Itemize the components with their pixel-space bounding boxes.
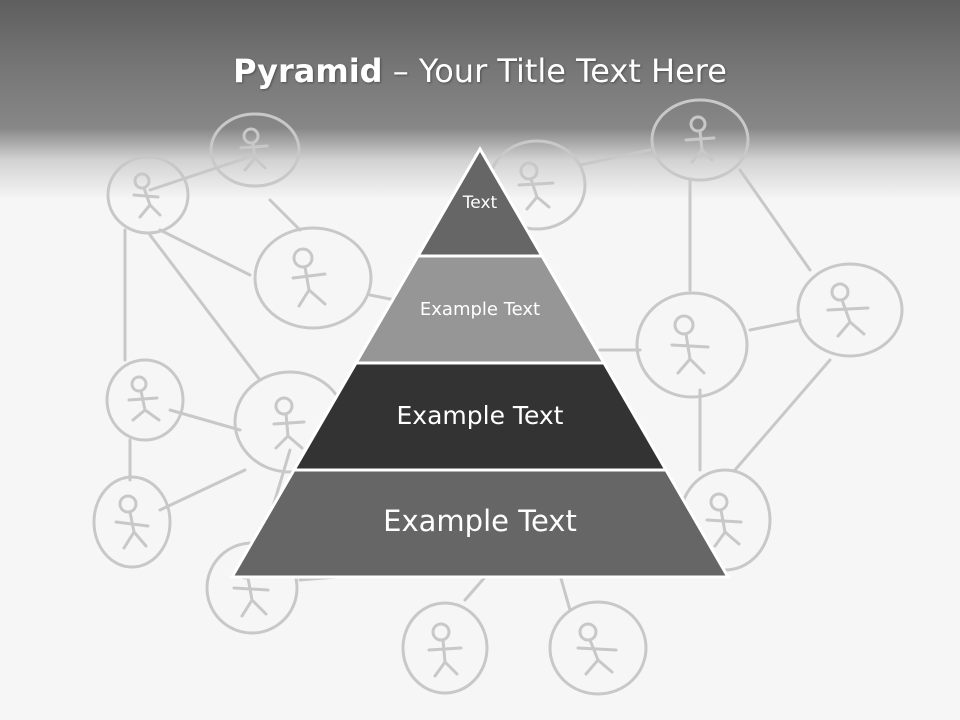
title-bold: Pyramid [233, 52, 383, 90]
slide-title: Pyramid – Your Title Text Here [0, 52, 960, 90]
pyramid-level-4-label: Example Text [383, 504, 577, 538]
title-rest: – Your Title Text Here [382, 52, 727, 90]
pyramid-level-4 [229, 468, 731, 579]
pyramid-level-1-label: Text [462, 193, 498, 213]
pyramid-level-3-label: Example Text [397, 401, 564, 430]
pyramid-level-2-label: Example Text [420, 299, 540, 320]
